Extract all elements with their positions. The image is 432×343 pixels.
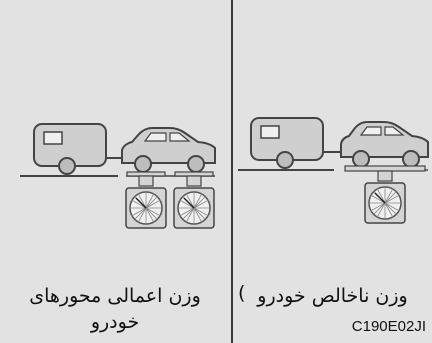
left-axle-scales xyxy=(125,171,215,229)
left-car xyxy=(121,127,216,173)
panel-divider xyxy=(231,0,233,343)
right-car xyxy=(340,121,429,168)
axle-weight-caption-line2: خودرو xyxy=(90,311,140,333)
gross-weight-caption: وزن ناخالص خودرو xyxy=(257,285,408,307)
right-gross-scale xyxy=(344,165,426,224)
stray-paren-mark: ( xyxy=(238,282,246,304)
right-trailer xyxy=(250,117,345,169)
axle-weight-caption: وزن اعمالی محورهای خودرو xyxy=(10,283,220,335)
figure-code-label: C190E02JI xyxy=(351,318,426,335)
axle-weight-caption-line1: وزن اعمالی محورهای xyxy=(29,285,201,307)
left-trailer xyxy=(33,123,126,175)
